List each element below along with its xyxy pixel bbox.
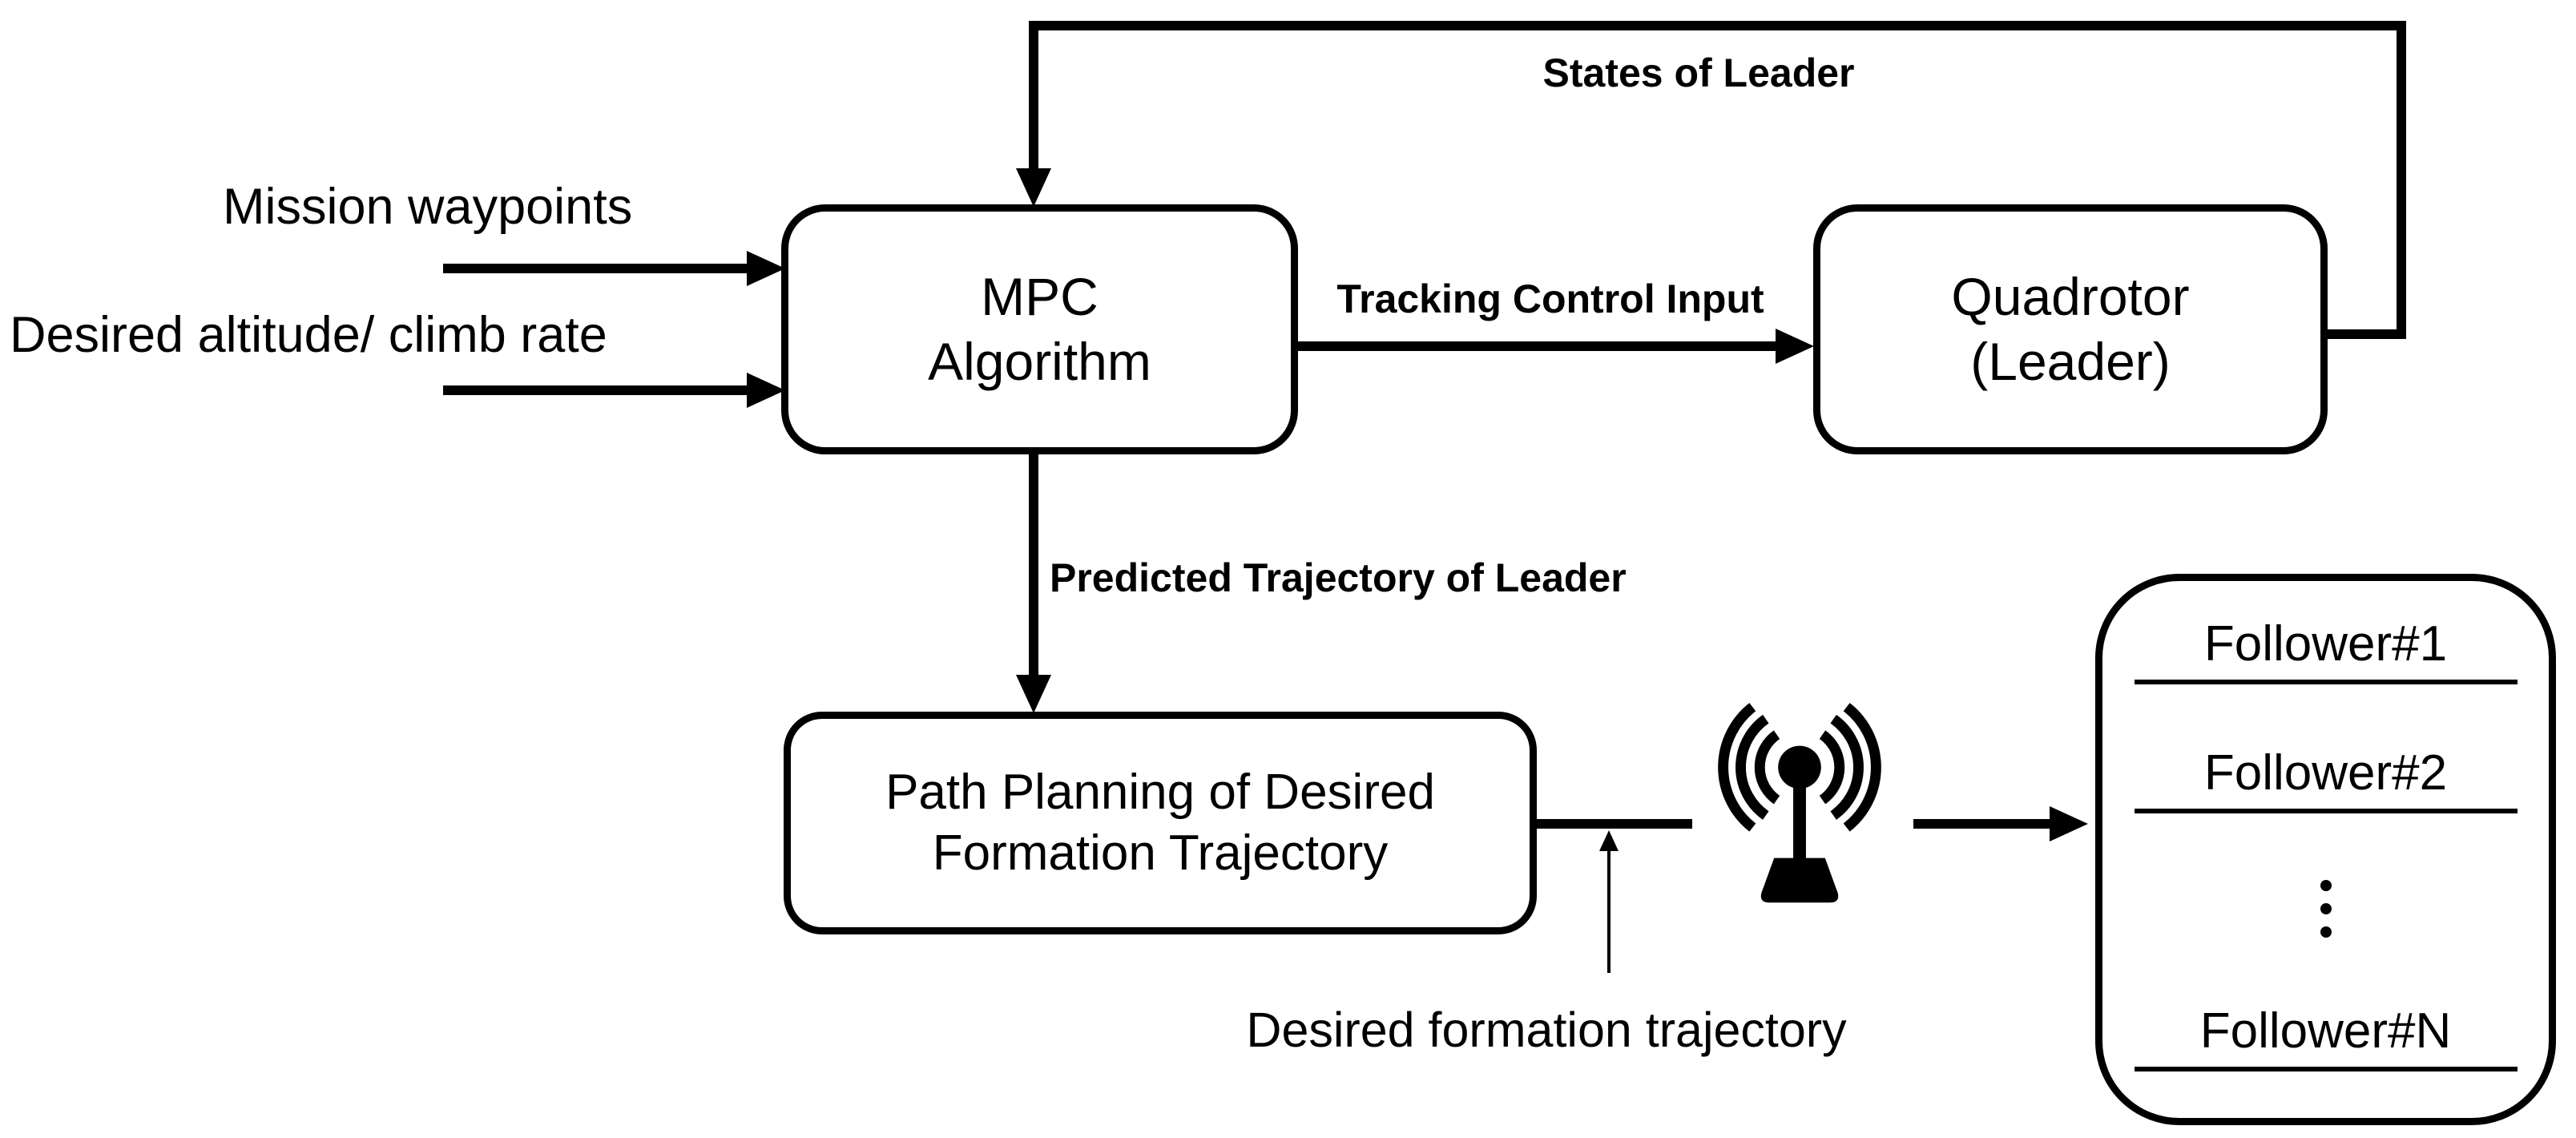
path-to-antenna-line bbox=[1534, 819, 1692, 829]
arrowhead-desired-altitude bbox=[747, 373, 785, 408]
arrowhead-into-quadrotor bbox=[1776, 329, 1814, 364]
radio-antenna-icon bbox=[1718, 703, 1881, 903]
predicted-trajectory-label: Predicted Trajectory of Leader bbox=[1050, 555, 1627, 600]
feedback-right-vertical-line bbox=[2397, 21, 2406, 339]
mpc-box-line1: MPC bbox=[981, 267, 1099, 327]
arrowhead-mission-waypoints bbox=[747, 251, 785, 286]
follower-n-item: Follower#N bbox=[2134, 1005, 2518, 1071]
mpc-box-line2: Algorithm bbox=[928, 332, 1151, 391]
path-planning-box: Path Planning of Desired Formation Traje… bbox=[784, 712, 1537, 934]
feedback-left-vertical-line bbox=[1029, 21, 1038, 172]
desired-altitude-label: Desired altitude/ climb rate bbox=[10, 307, 607, 363]
path-planning-box-line1: Path Planning of Desired bbox=[885, 765, 1435, 821]
quadrotor-leader-box: Quadrotor (Leader) bbox=[1813, 204, 2328, 454]
desired-altitude-arrow-line bbox=[443, 385, 752, 395]
feedback-stub-line bbox=[2324, 329, 2406, 339]
desired-formation-trajectory-label: Desired formation trajectory bbox=[1246, 1003, 1847, 1057]
vertical-ellipsis-icon bbox=[2320, 875, 2332, 942]
mission-waypoints-label: Mission waypoints bbox=[223, 179, 633, 235]
tracking-control-arrow-line bbox=[1298, 341, 1779, 351]
quadrotor-box-line2: (Leader) bbox=[1970, 332, 2171, 391]
arrowhead-into-followers bbox=[2050, 806, 2088, 841]
states-of-leader-label: States of Leader bbox=[1542, 50, 1855, 95]
feedback-top-horizontal-line bbox=[1029, 21, 2406, 30]
desired-formation-pointer-line bbox=[1607, 848, 1611, 973]
antenna-to-followers-arrow-line bbox=[1913, 819, 2053, 829]
arrowhead-desired-formation bbox=[1599, 830, 1619, 851]
follower-2-item: Follower#2 bbox=[2134, 747, 2518, 813]
arrowhead-into-mpc-top bbox=[1016, 168, 1051, 207]
follower-1-item: Follower#1 bbox=[2134, 618, 2518, 685]
mpc-algorithm-box: MPC Algorithm bbox=[781, 204, 1298, 454]
quadrotor-box-line1: Quadrotor bbox=[1951, 267, 2190, 327]
arrowhead-into-path-planning bbox=[1016, 675, 1051, 713]
path-planning-box-line2: Formation Trajectory bbox=[932, 825, 1389, 881]
mission-waypoints-arrow-line bbox=[443, 264, 752, 273]
tracking-control-input-label: Tracking Control Input bbox=[1336, 276, 1764, 321]
predicted-trajectory-vertical-line bbox=[1029, 454, 1038, 680]
followers-box: Follower#1 Follower#2 Follower#N bbox=[2095, 574, 2556, 1125]
